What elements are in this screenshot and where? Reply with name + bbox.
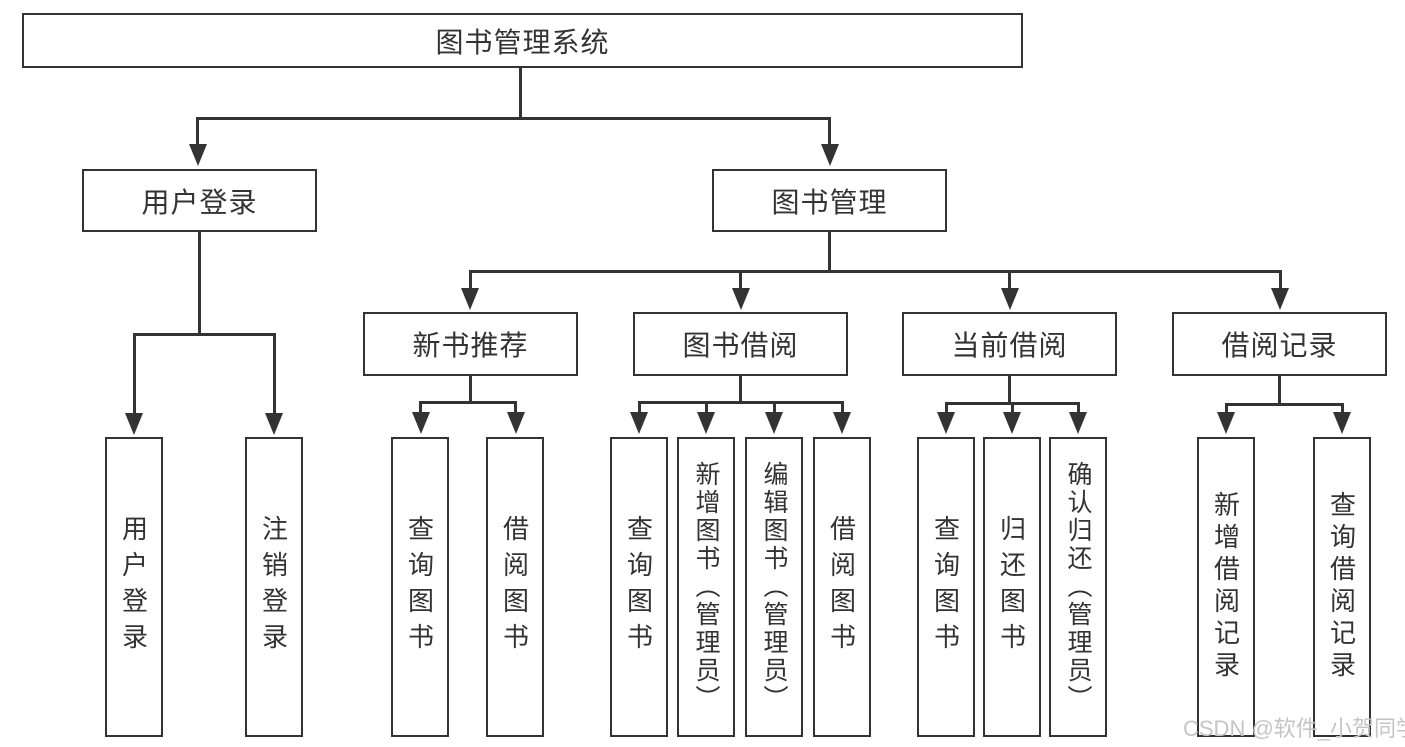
leaf-label: 编辑图书（管理员） bbox=[760, 461, 788, 713]
leaf-add-borrow-record: 新增借阅记录 bbox=[1197, 437, 1255, 737]
arrowhead-current-icon bbox=[1000, 288, 1019, 310]
leaf-label: 查询图书 bbox=[930, 515, 961, 659]
leaf-borrow-books-nb: 借阅图书 bbox=[486, 437, 544, 737]
node-borrow-records-label: 借阅记录 bbox=[1221, 330, 1338, 361]
edge-nb-leaf2 bbox=[514, 401, 517, 414]
arrowhead-new-books-icon bbox=[461, 288, 479, 310]
edge-rc-leaf1 bbox=[1224, 403, 1228, 414]
leaf-label: 新增图书（管理员） bbox=[692, 461, 720, 713]
node-borrowing: 图书借阅 bbox=[633, 312, 848, 376]
leaf-label: 确认归还（管理员） bbox=[1064, 461, 1092, 713]
leaf-label: 新增借阅记录 bbox=[1210, 491, 1241, 683]
arrowhead-nb-leaf1-icon bbox=[411, 412, 430, 434]
leaf-return-books: 归还图书 bbox=[983, 437, 1041, 737]
node-book-mgmt: 图书管理 bbox=[712, 169, 947, 232]
arrowhead-bw-leaf3-icon bbox=[765, 412, 783, 434]
arrowhead-bw-leaf1-icon bbox=[630, 412, 648, 434]
leaf-borrow-books-bw: 借阅图书 bbox=[813, 437, 871, 737]
node-user-login: 用户登录 bbox=[82, 169, 317, 232]
arrowhead-leaf-login-icon bbox=[125, 413, 143, 435]
arrowhead-user-login-icon bbox=[188, 144, 207, 166]
node-borrow-records: 借阅记录 bbox=[1172, 312, 1387, 376]
edge-level3-branch bbox=[468, 270, 1282, 273]
arrowhead-nb-leaf2-icon bbox=[506, 412, 525, 434]
arrowhead-borrowing-icon bbox=[731, 288, 750, 310]
leaf-label: 查询图书 bbox=[623, 515, 654, 659]
edge-user-login-stem bbox=[197, 232, 201, 336]
leaf-label: 用户登录 bbox=[118, 515, 149, 659]
node-current-borrow: 当前借阅 bbox=[902, 312, 1117, 376]
node-user-login-label: 用户登录 bbox=[141, 186, 258, 218]
leaf-confirm-return-admin: 确认归还（管理员） bbox=[1049, 437, 1107, 737]
edge-book-mgmt-stem bbox=[828, 232, 831, 273]
leaf-query-books-nb: 查询图书 bbox=[391, 437, 449, 737]
edge-to-borrowing bbox=[739, 270, 742, 290]
leaf-label: 查询借阅记录 bbox=[1326, 491, 1357, 683]
leaf-label: 归还图书 bbox=[996, 515, 1027, 659]
edge-cb-leaf2 bbox=[1010, 402, 1014, 414]
leaf-logout: 注销登录 bbox=[245, 437, 303, 737]
arrowhead-rc-leaf1-icon bbox=[1217, 412, 1235, 434]
arrowhead-records-icon bbox=[1271, 288, 1289, 310]
leaf-query-books-bw: 查询图书 bbox=[610, 437, 668, 737]
node-root-label: 图书管理系统 bbox=[435, 26, 610, 58]
edge-cb-leaf1 bbox=[944, 402, 948, 414]
arrowhead-rc-leaf2-icon bbox=[1333, 412, 1351, 434]
edge-to-book-mgmt bbox=[828, 117, 831, 147]
edge-rc-leaf2 bbox=[1340, 403, 1344, 414]
arrowhead-bw-leaf2-icon bbox=[697, 412, 715, 434]
arrowhead-cb-leaf1-icon bbox=[937, 412, 955, 434]
edge-to-leaf-logout bbox=[272, 333, 276, 413]
edge-records-stem bbox=[1278, 376, 1281, 406]
arrowhead-book-mgmt-icon bbox=[820, 144, 839, 166]
node-borrowing-label: 图书借阅 bbox=[682, 330, 799, 361]
arrowhead-cb-leaf3-icon bbox=[1069, 412, 1087, 434]
edge-level2-branch bbox=[196, 117, 831, 120]
leaf-edit-books-admin: 编辑图书（管理员） bbox=[745, 437, 803, 737]
edge-borrowing-branch bbox=[637, 401, 844, 404]
edge-cb-leaf3 bbox=[1076, 402, 1080, 414]
edge-new-books-stem bbox=[469, 376, 472, 404]
edge-user-login-branch bbox=[132, 333, 276, 336]
leaf-add-books-admin: 新增图书（管理员） bbox=[677, 437, 735, 737]
edge-current-stem bbox=[1008, 376, 1011, 405]
arrowhead-cb-leaf2-icon bbox=[1003, 412, 1021, 434]
node-current-borrow-label: 当前借阅 bbox=[951, 330, 1068, 361]
edge-records-branch bbox=[1224, 403, 1344, 406]
csdn-watermark: CSDN @软件_小贺同学 bbox=[1183, 716, 1405, 741]
edge-to-records bbox=[1278, 270, 1282, 290]
leaf-label: 借阅图书 bbox=[826, 515, 857, 659]
leaf-query-books-cb: 查询图书 bbox=[917, 437, 975, 737]
edge-to-current bbox=[1008, 270, 1011, 290]
arrowhead-leaf-logout-icon bbox=[265, 413, 283, 435]
arrowhead-bw-leaf4-icon bbox=[833, 412, 851, 434]
leaf-label: 借阅图书 bbox=[499, 515, 530, 659]
edge-nb-leaf1 bbox=[419, 401, 422, 414]
edge-bw-leaf1 bbox=[637, 401, 641, 414]
edge-bw-leaf4 bbox=[840, 401, 844, 414]
leaf-user-login: 用户登录 bbox=[105, 437, 163, 737]
edge-new-books-branch bbox=[419, 401, 517, 404]
leaf-label: 查询图书 bbox=[404, 515, 435, 659]
edge-root-stem bbox=[518, 68, 522, 119]
node-new-books-label: 新书推荐 bbox=[412, 330, 529, 361]
edge-to-user-login bbox=[196, 117, 199, 147]
node-book-mgmt-label: 图书管理 bbox=[771, 186, 888, 218]
leaf-label: 注销登录 bbox=[258, 515, 289, 659]
edge-to-new-books bbox=[468, 270, 472, 290]
node-new-books: 新书推荐 bbox=[363, 312, 578, 376]
leaf-query-borrow-record: 查询借阅记录 bbox=[1313, 437, 1371, 737]
edge-bw-leaf3 bbox=[772, 401, 776, 414]
edge-to-leaf-login bbox=[132, 333, 136, 413]
edge-borrowing-stem bbox=[739, 376, 742, 404]
edge-bw-leaf2 bbox=[704, 401, 708, 414]
node-root: 图书管理系统 bbox=[22, 13, 1023, 68]
